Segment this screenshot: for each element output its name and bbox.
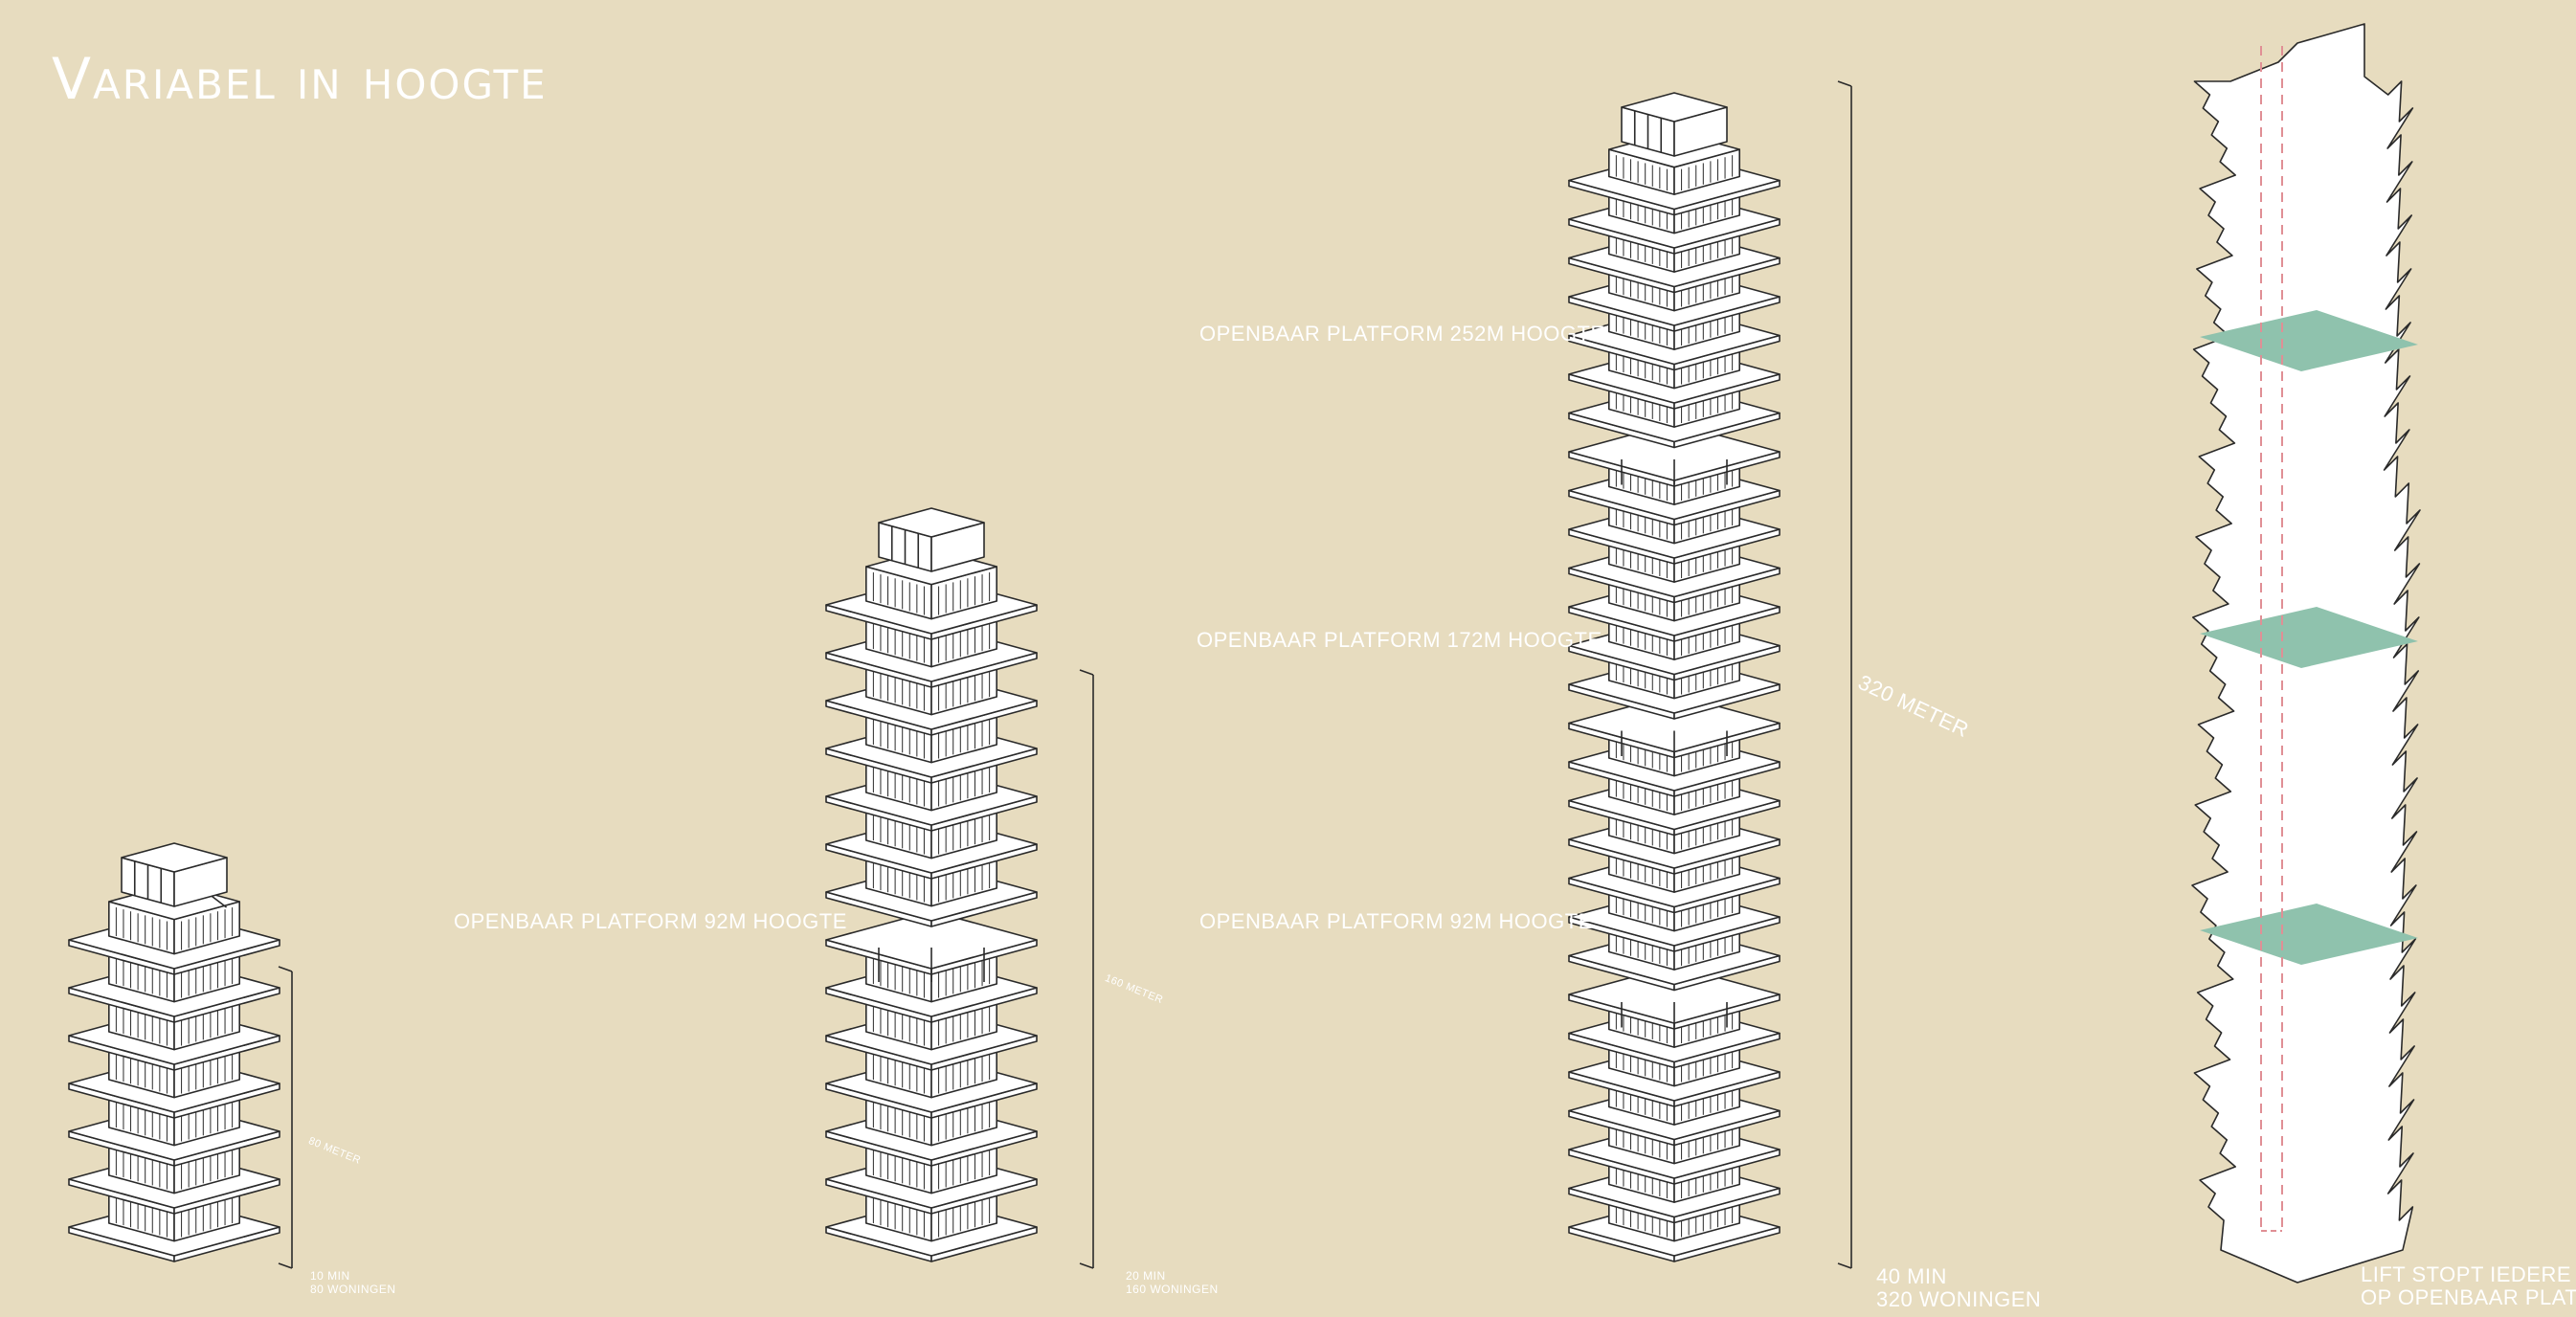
dimension-tick [1838,1263,1851,1268]
platform-label-tower3-172m: OPENBAAR PLATFORM 172M HOOGTE [1197,628,1602,653]
tower2-note: 20 MIN 160 WONINGEN [1126,1269,1219,1296]
rooftop-units [1622,93,1727,156]
tower1-dwellings: 80 WONINGEN [310,1283,396,1296]
lift-note: LIFT STOPT IEDERE 80M OP OPENBAAR PLATFO… [2361,1263,2576,1309]
tower-160m [826,508,1037,1261]
dimension-tick [279,967,292,971]
dimension-tick [279,1263,292,1268]
lift-silhouette [2192,24,2420,1283]
lift-note-line1: LIFT STOPT IEDERE 80M [2361,1263,2576,1286]
platform-label-tower3-92m: OPENBAAR PLATFORM 92M HOOGTE [1199,909,1593,934]
tower3-note: 40 MIN 320 WONINGEN [1876,1265,2041,1311]
dimension-tick [1080,1263,1093,1268]
rooftop-units [122,843,227,906]
tower3-dwellings: 320 WONINGEN [1876,1288,2041,1311]
dimension-tick [1080,670,1093,675]
lift-note-line2: OP OPENBAAR PLATFOR [2361,1286,2576,1309]
rooftop-units [879,508,984,571]
tower3-time: 40 MIN [1876,1265,2041,1288]
tower1-time: 10 MIN [310,1269,396,1283]
tower1-note: 10 MIN 80 WONINGEN [310,1269,396,1296]
platform-label-tower3-252m: OPENBAAR PLATFORM 252M HOOGTE [1199,322,1605,346]
platform-label-tower2-92m: OPENBAAR PLATFORM 92M HOOGTE [454,909,847,934]
tower-80m [69,843,280,1261]
tower2-dwellings: 160 WONINGEN [1126,1283,1219,1296]
tower2-time: 20 MIN [1126,1269,1219,1283]
tower-320m [1569,93,1780,1261]
dimension-tick [1838,81,1851,86]
